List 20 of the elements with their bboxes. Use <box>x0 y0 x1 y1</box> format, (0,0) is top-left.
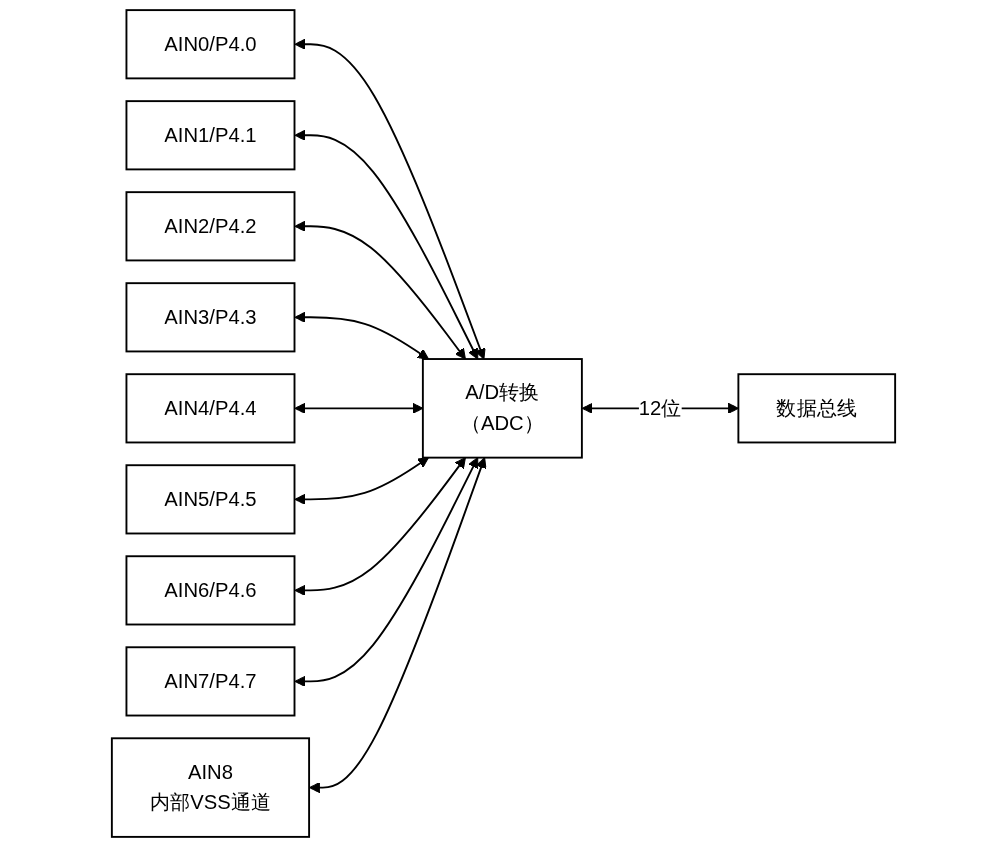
arrow <box>309 457 487 794</box>
node-box: 数据总线 <box>737 373 897 444</box>
node-box: AIN3/P4.3 <box>125 282 296 353</box>
arrow <box>294 129 479 360</box>
node-box: AIN7/P4.7 <box>125 646 296 717</box>
node-box: AIN8 内部VSS通道 <box>110 737 311 838</box>
node-box: AIN0/P4.0 <box>125 9 296 80</box>
node-box: AIN4/P4.4 <box>125 373 296 444</box>
arrow <box>294 457 479 687</box>
edge-label: 12位 <box>638 396 682 419</box>
arrow <box>294 311 429 360</box>
node-box: AIN5/P4.5 <box>125 464 296 535</box>
node-box: A/D转换 （ADC） <box>421 358 583 459</box>
arrow <box>294 457 429 505</box>
arrow <box>294 220 466 360</box>
node-box: AIN6/P4.6 <box>125 555 296 626</box>
arrow <box>294 457 466 596</box>
node-box: AIN1/P4.1 <box>125 100 296 171</box>
node-box: AIN2/P4.2 <box>125 191 296 262</box>
arrow <box>294 38 486 360</box>
